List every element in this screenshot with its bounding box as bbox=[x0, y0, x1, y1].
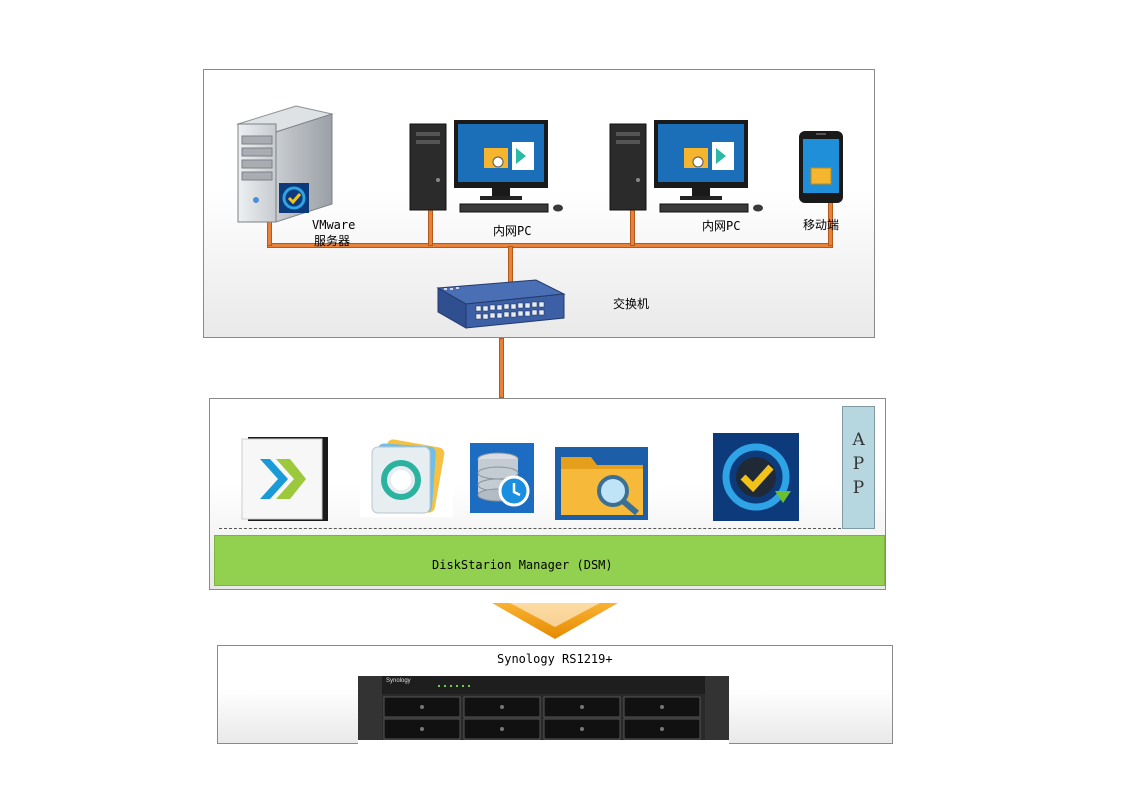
server-tower-icon bbox=[236, 104, 336, 226]
pc2-label: 内网PC bbox=[702, 219, 741, 233]
dashed-separator bbox=[219, 528, 841, 529]
database-backup-app-icon bbox=[470, 443, 534, 513]
photos-app-icon bbox=[360, 437, 453, 517]
cable-uplink bbox=[499, 338, 504, 398]
mobile-phone-icon bbox=[798, 130, 844, 204]
file-station-app-icon bbox=[555, 447, 648, 520]
desktop-pc-icon bbox=[408, 118, 568, 214]
pc1-label: 内网PC bbox=[493, 224, 532, 238]
dsm-manager-label: DiskStarion Manager (DSM) bbox=[432, 558, 613, 572]
app-side-label-text: APP bbox=[852, 430, 865, 498]
cable-bus bbox=[267, 243, 833, 248]
app-side-label: APP bbox=[842, 428, 875, 500]
app-side-tab bbox=[842, 406, 875, 529]
active-backup-app-icon bbox=[713, 433, 799, 521]
switch-label: 交换机 bbox=[613, 297, 650, 311]
down-arrow-icon bbox=[492, 603, 618, 639]
hardware-model-label: Synology RS1219+ bbox=[497, 652, 613, 666]
dsm-bar bbox=[214, 535, 885, 586]
mobile-label: 移动端 bbox=[803, 218, 840, 232]
desktop-pc-icon bbox=[608, 118, 768, 214]
active-backup-badge-icon bbox=[279, 183, 309, 213]
vmware-server-label-line1: VMware bbox=[312, 218, 356, 232]
vmware-server-label-line2: 服务器 bbox=[314, 234, 351, 248]
rack-nas-device: Synology bbox=[358, 670, 729, 744]
drive-app-icon bbox=[240, 437, 328, 521]
network-switch-icon bbox=[436, 278, 566, 330]
rack-brand-label: Synology bbox=[386, 678, 411, 684]
